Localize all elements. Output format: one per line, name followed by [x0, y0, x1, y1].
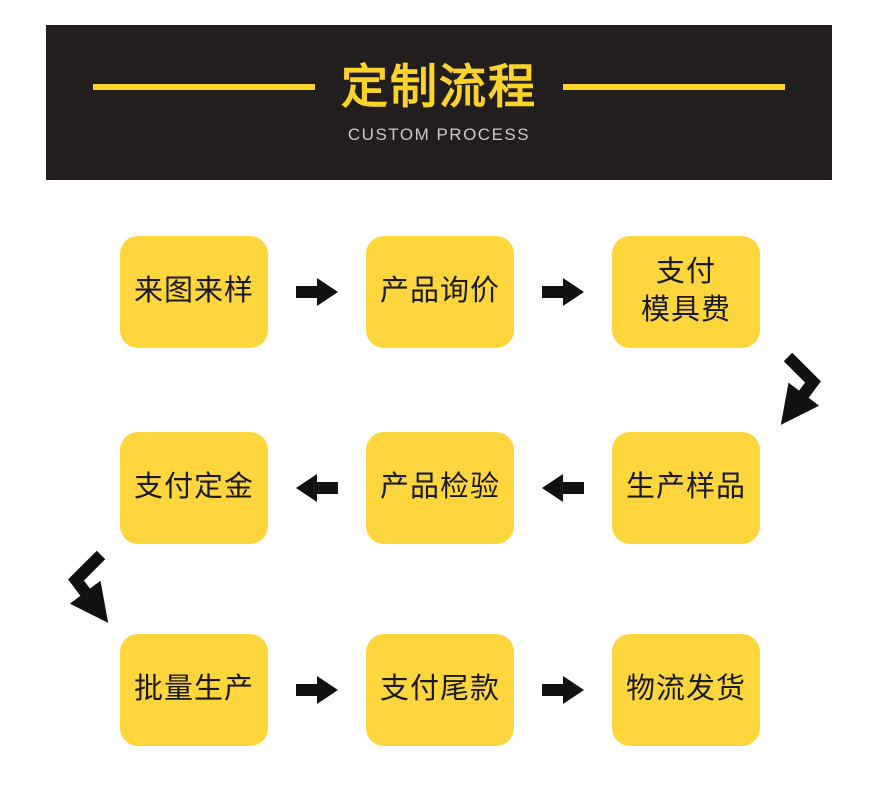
bent-arrow-down-left-icon	[780, 352, 821, 425]
step-label: 物流发货	[625, 673, 746, 706]
page-title: 定制流程	[341, 60, 537, 113]
step-box-mass-production: 批量生产	[120, 634, 268, 746]
title-rule-left	[93, 83, 315, 90]
flow-row-3: 批量生产 支付尾款 物流发货	[120, 634, 760, 746]
step-label: 支付定金	[133, 471, 254, 504]
arrow-left-icon	[296, 474, 338, 502]
step-label: 支付 模具费	[640, 256, 731, 326]
step-label: 支付尾款	[379, 673, 500, 706]
flow-row-2: 支付定金 产品检验 生产样品	[120, 432, 760, 544]
flow-row-1: 来图来样 产品询价 支付 模具费	[120, 236, 760, 348]
step-label: 生产样品	[625, 471, 746, 504]
step-label: 产品检验	[379, 471, 500, 504]
step-label: 批量生产	[133, 673, 254, 706]
step-label: 产品询价	[379, 275, 500, 308]
step-box-shipping: 物流发货	[612, 634, 760, 746]
arrow-right-icon	[542, 278, 584, 306]
step-box-inspection: 产品检验	[366, 432, 514, 544]
header-banner: 定制流程 CUSTOM PROCESS	[46, 25, 832, 180]
bent-arrow-down-right-icon	[68, 550, 109, 623]
step-label: 来图来样	[133, 275, 254, 308]
step-box-samples: 来图来样	[120, 236, 268, 348]
title-rule-right	[563, 83, 785, 90]
page-subtitle: CUSTOM PROCESS	[347, 124, 531, 144]
arrow-right-icon	[542, 676, 584, 704]
arrow-right-icon	[296, 676, 338, 704]
step-box-deposit: 支付定金	[120, 432, 268, 544]
arrow-right-icon	[296, 278, 338, 306]
step-box-final-payment: 支付尾款	[366, 634, 514, 746]
step-box-mold-fee: 支付 模具费	[612, 236, 760, 348]
step-box-sample-production: 生产样品	[612, 432, 760, 544]
arrow-left-icon	[542, 474, 584, 502]
title-row: 定制流程	[46, 61, 832, 113]
step-box-inquiry: 产品询价	[366, 236, 514, 348]
